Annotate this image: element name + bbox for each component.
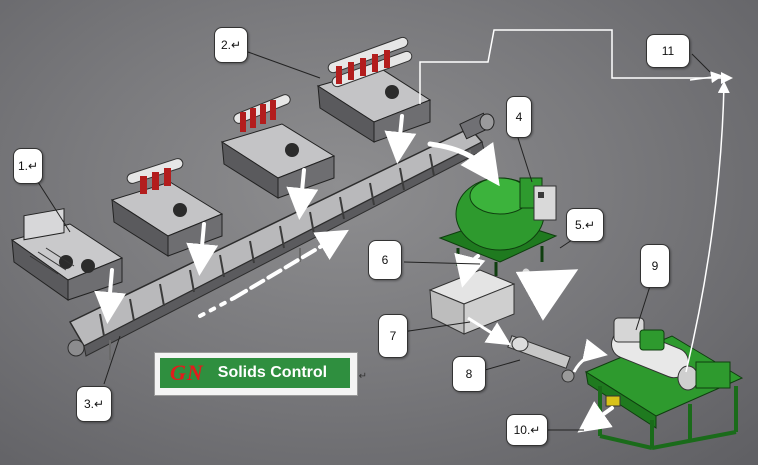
logo-brand-mark: GN (170, 360, 204, 385)
desander (110, 158, 224, 257)
mud-cleaner (316, 36, 432, 143)
desilter (220, 94, 336, 199)
callout-3-screw-conveyor: 3.↵ (76, 386, 112, 422)
flow-arrows (94, 114, 614, 433)
collection-tank (428, 269, 516, 335)
gn-solids-control-logo: GN Solids Control ↵ (154, 352, 367, 396)
transfer-pump (507, 335, 575, 383)
callout-4-cutting-dryer: 4 (506, 96, 532, 138)
callout-8-transfer-pump: 8 (452, 356, 486, 392)
leader-lines (37, 51, 711, 431)
callout-5-solids-discharge: 5.↵ (566, 208, 604, 242)
shale-shaker (10, 208, 124, 301)
screw-conveyor (67, 112, 495, 360)
callout-11-liquid-return: 11 (646, 34, 690, 68)
callout-7-collection-tank: 7 (378, 314, 408, 358)
logo-company-name: Solids Control (217, 364, 328, 381)
callout-9-decanter-centrifuge: 9 (640, 244, 670, 288)
callout-10-solids-out: 10.↵ (506, 414, 548, 446)
vertical-cutting-dryer (438, 177, 558, 276)
callout-2-desander-desilter: 2.↵ (214, 27, 248, 63)
flow-lines (419, 29, 733, 373)
logo-banner: GN Solids Control (160, 358, 350, 388)
decanter-centrifuge (584, 317, 744, 450)
callout-1-shale-shaker: 1.↵ (13, 148, 43, 184)
logo-return-mark: ↵ (358, 371, 367, 382)
callout-6-dryer-outlet: 6 (368, 240, 402, 280)
